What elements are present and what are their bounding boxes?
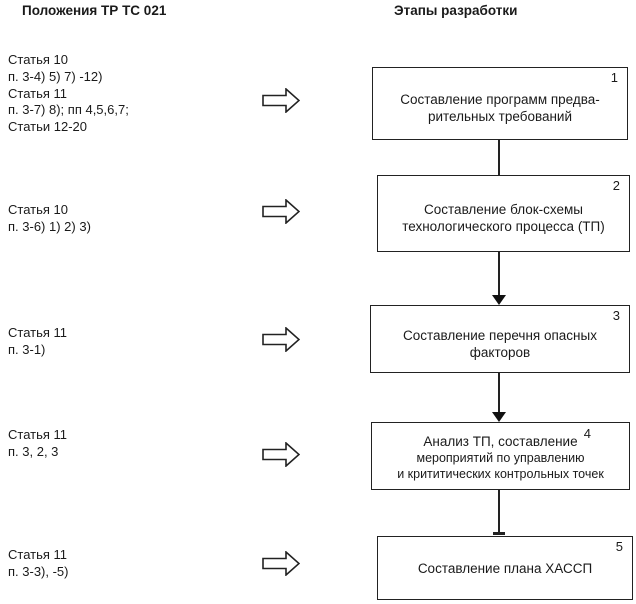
ref-line: Статья 11 — [8, 547, 68, 562]
arrowhead-down-icon — [492, 295, 506, 305]
step-box-2: 2 Составление блок-схемы технологическог… — [377, 175, 630, 252]
right-block-arrow-icon — [262, 551, 300, 576]
right-column-header: Этапы разработки — [394, 3, 518, 18]
ref-line: Статья 10 — [8, 202, 68, 217]
ref-line: п. 3-3), -5) — [8, 563, 69, 579]
connector-line-4-5 — [498, 490, 500, 534]
right-block-arrow-icon — [262, 199, 300, 224]
left-column-header: Положения ТР ТС 021 — [22, 3, 167, 18]
connector-line-3-4 — [498, 373, 500, 413]
ref-line: п. 3-1) — [8, 341, 46, 357]
step-number: 3 — [612, 308, 620, 323]
step-text-line: рительных требований — [427, 109, 573, 124]
step-text-line: Анализ ТП, составление — [423, 433, 578, 449]
step-number: 2 — [612, 178, 620, 193]
regulation-ref-block-3: Статья 11 п. 3-1) — [8, 325, 67, 359]
ref-line: Статья 11 — [8, 85, 68, 101]
step-text-line: технологического процесса (ТП) — [402, 219, 605, 234]
step-box-5: 5 Составление плана ХАССП — [377, 536, 633, 600]
step-number: 4 — [583, 426, 591, 441]
step-text-line: и крититических контрольных точек — [397, 466, 604, 481]
step-number: 5 — [615, 539, 623, 554]
arrowhead-down-icon — [492, 412, 506, 422]
ref-line: Статья 10 — [8, 52, 68, 67]
right-block-arrow-icon — [262, 442, 300, 467]
ref-line: п. 3, 2, 3 — [8, 443, 59, 459]
ref-line: Статья 11 — [8, 427, 68, 442]
right-block-arrow-icon — [262, 88, 300, 113]
regulation-ref-block-1: Статья 10 п. 3-4) 5) 7) -12) Статья 11 п… — [8, 52, 129, 136]
step-text-line: мероприятий по управлению — [416, 450, 585, 465]
step-text-line: факторов — [469, 344, 531, 360]
step-text-line: Составление плана ХАССП — [417, 560, 593, 576]
regulation-ref-block-5: Статья 11 п. 3-3), -5) — [8, 547, 69, 581]
ref-line: п. 3-4) 5) 7) -12) — [8, 68, 103, 84]
ref-line: Статьи 12-20 — [8, 119, 87, 135]
step-box-1: 1 Составление программ предва- рительных… — [372, 67, 628, 140]
connector-line-1-2 — [498, 140, 500, 175]
step-text-line: Составление перечня опасных — [403, 327, 597, 343]
step-box-4: 4 Анализ ТП, составление мероприятий по … — [371, 422, 630, 490]
step-text-line: Составление программ предва- — [400, 92, 600, 107]
regulation-ref-block-4: Статья 11 п. 3, 2, 3 — [8, 427, 67, 461]
connector-line-2-3 — [498, 252, 500, 296]
step-text-line: Составление блок-схемы — [424, 202, 583, 217]
ref-line: п. 3-7) 8); пп 4,5,6,7; — [8, 102, 129, 118]
step-box-3: 3 Составление перечня опасных факторов — [370, 305, 630, 373]
step-number: 1 — [610, 70, 618, 85]
regulation-ref-block-2: Статья 10 п. 3-6) 1) 2) 3) — [8, 202, 91, 236]
ref-line: п. 3-6) 1) 2) 3) — [8, 218, 91, 234]
ref-line: Статья 11 — [8, 325, 68, 340]
right-block-arrow-icon — [262, 327, 300, 352]
connector-end-cap — [493, 532, 505, 535]
